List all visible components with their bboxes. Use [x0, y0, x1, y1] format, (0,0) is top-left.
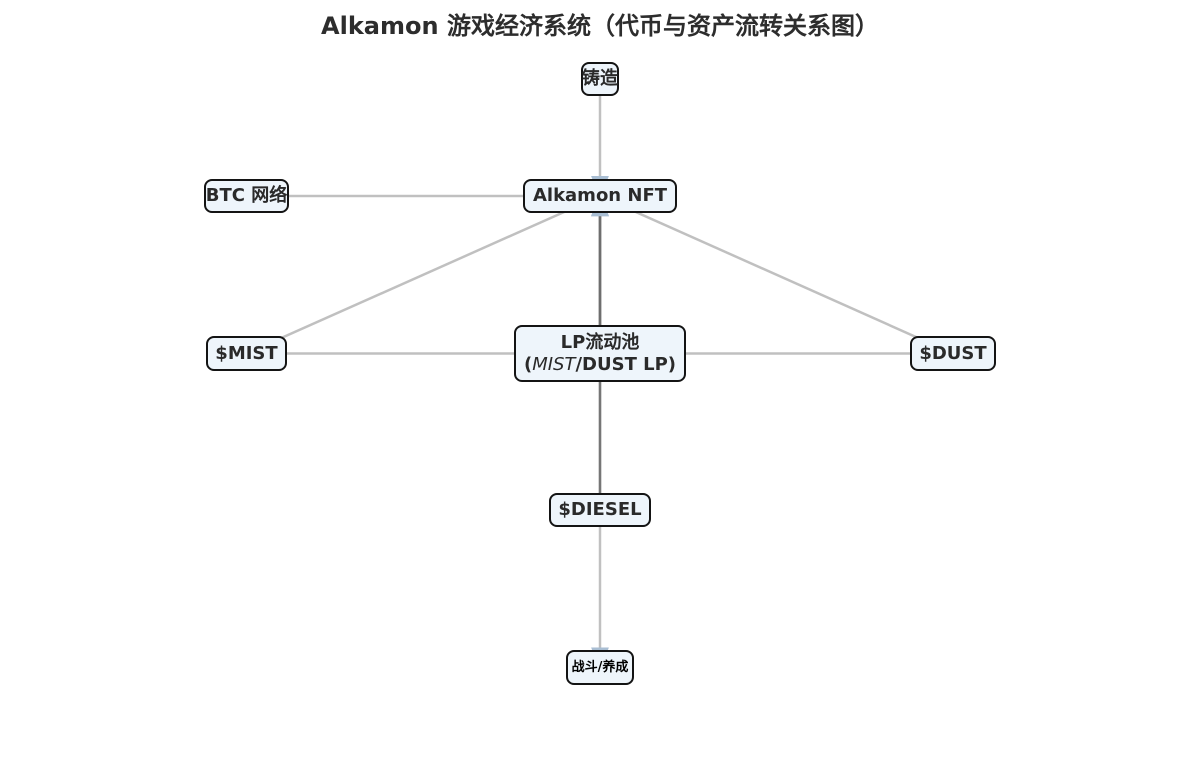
node-lp-pool-pair: (MIST/DUST LP) — [523, 353, 677, 375]
node-dust: $DUST — [910, 336, 996, 371]
node-btc-network: BTC 网络 — [204, 179, 289, 213]
node-diesel-label: $DIESEL — [558, 499, 642, 520]
node-alkamon-nft: Alkamon NFT — [523, 179, 677, 213]
node-mint: 铸造 — [581, 62, 619, 96]
node-dust-label: $DUST — [919, 342, 987, 364]
node-alkamon-nft-label: Alkamon NFT — [532, 185, 668, 206]
diagram-title: Alkamon 游戏经济系统（代币与资产流转关系图） — [321, 12, 879, 40]
node-battle-cultivate: 战斗/养成 — [566, 650, 634, 685]
node-lp-pool-label: LP流动池 — [560, 331, 640, 353]
node-mist-label: $MIST — [215, 342, 278, 364]
node-mist: $MIST — [206, 336, 287, 371]
node-lp-pool: LP流动池 (MIST/DUST LP) — [514, 325, 686, 382]
node-diesel: $DIESEL — [549, 493, 651, 527]
edge-mist-to-nft — [245, 194, 603, 355]
edge-dust-to-nft — [597, 194, 954, 355]
node-btc-network-label: BTC 网络 — [205, 185, 288, 206]
node-mint-label: 铸造 — [582, 68, 618, 89]
node-battle-cultivate-label: 战斗/养成 — [571, 659, 629, 675]
